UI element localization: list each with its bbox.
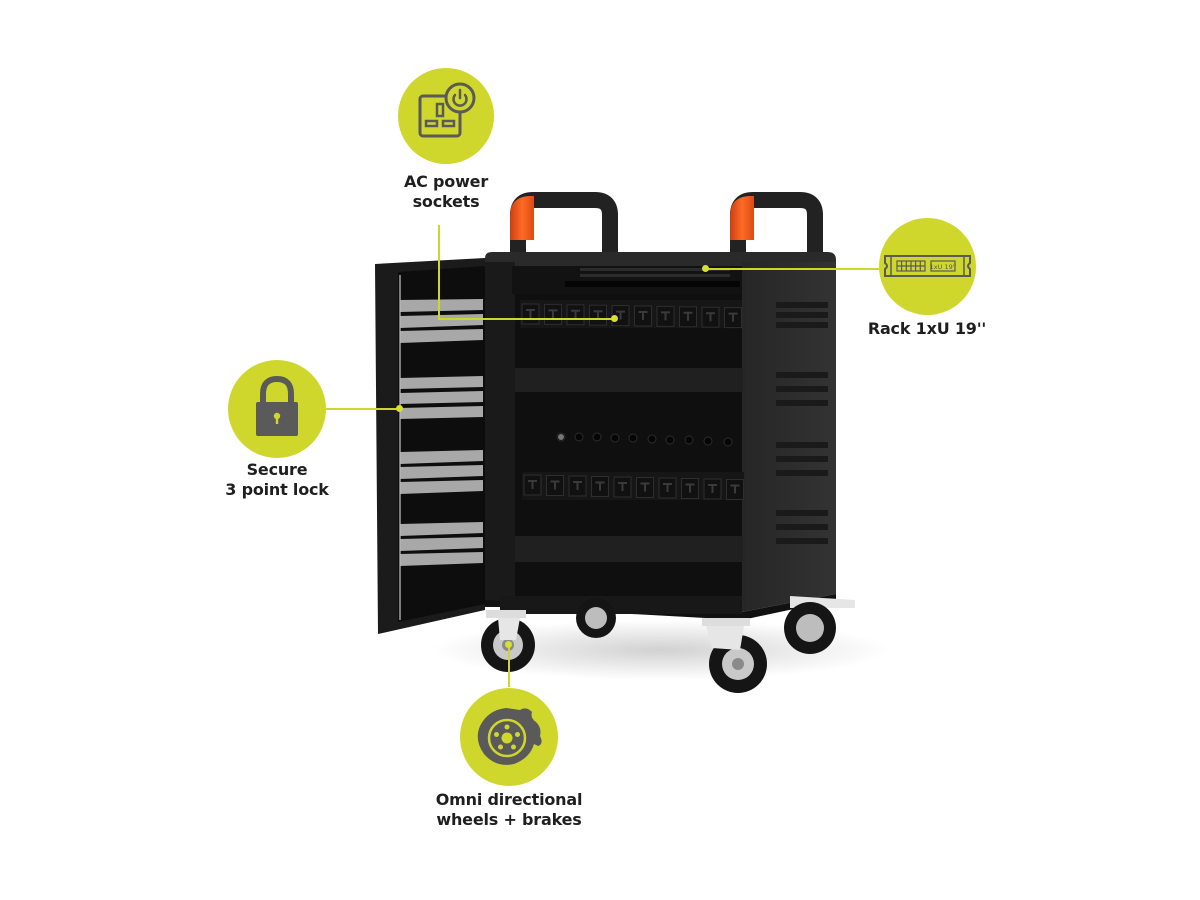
socket-pin-glyph — [616, 310, 625, 320]
feature-badge-ac-power — [398, 68, 494, 164]
socket-pin-glyph — [618, 482, 627, 491]
socket-pin-glyph — [683, 311, 693, 321]
handle-left — [510, 192, 618, 255]
socket-pin-glyph — [573, 481, 582, 490]
feature-label-line-1: Omni directional — [435, 790, 583, 809]
socket-pin-glyph — [528, 480, 537, 489]
caster-back-right — [784, 596, 855, 654]
feature-label-rack: Rack 1xU 19'' — [862, 319, 992, 339]
feature-label-wheels: Omni directional wheels + brakes — [424, 790, 594, 830]
connector-rack — [706, 268, 882, 270]
feature-badge-wheels — [460, 688, 558, 786]
rack-unit-text: 1xU 19'' — [930, 263, 957, 271]
connector-lock — [325, 408, 400, 410]
socket-pin-glyph — [640, 482, 650, 492]
socket-pin-glyph — [708, 484, 717, 493]
caster-front-right — [702, 618, 767, 693]
power-socket-icon — [418, 82, 476, 138]
floor-shadow — [430, 620, 890, 680]
padlock-icon — [256, 375, 298, 436]
socket-pin-glyph — [526, 309, 535, 318]
feature-label-line-2: sockets — [412, 192, 480, 211]
socket-pin-glyph — [550, 480, 560, 490]
socket-pin-glyph — [548, 309, 558, 319]
socket-pin-glyph — [661, 311, 670, 321]
caster-front-left — [481, 610, 535, 672]
feature-label-line-2: 3 point lock — [225, 480, 329, 499]
connector-wheels — [508, 645, 510, 687]
connector-lock-dot — [396, 405, 403, 412]
connector-ac-power-horizontal — [438, 318, 614, 320]
brake-disc-icon — [477, 708, 542, 765]
socket-pin-glyph — [571, 309, 580, 319]
socket-pin-glyph — [595, 481, 605, 491]
feature-label-ac-power: AC power sockets — [376, 172, 516, 212]
rack-unit-icon: 1xU 19'' — [884, 255, 971, 277]
socket-row-top — [521, 303, 742, 329]
feature-label-line-1: Rack 1xU 19'' — [867, 319, 987, 338]
socket-pin-glyph — [730, 484, 740, 494]
connector-ac-power-dot — [611, 315, 618, 322]
connector-rack-dot — [702, 265, 709, 272]
socket-row-middle — [523, 474, 744, 500]
caster-back-left — [576, 598, 616, 638]
socket-pin-glyph — [728, 312, 738, 322]
handle-right — [730, 192, 823, 255]
cabinet-door — [375, 258, 485, 634]
socket-pin-glyph — [706, 312, 715, 322]
feature-badge-lock — [228, 360, 326, 458]
socket-pin-glyph — [685, 483, 695, 493]
socket-pin-glyph — [638, 311, 648, 320]
feature-label-lock: Secure 3 point lock — [206, 460, 348, 500]
connector-wheels-dot — [505, 641, 512, 648]
socket-pin-glyph — [663, 483, 672, 492]
feature-label-line-2: wheels + brakes — [436, 810, 582, 829]
socket-pin-glyph — [593, 310, 603, 320]
feature-badge-rack: 1xU 19'' — [879, 218, 976, 315]
feature-label-line-1: Secure — [246, 460, 308, 479]
feature-label-line-1: AC power — [403, 172, 489, 191]
connector-ac-power-vertical — [438, 225, 440, 320]
